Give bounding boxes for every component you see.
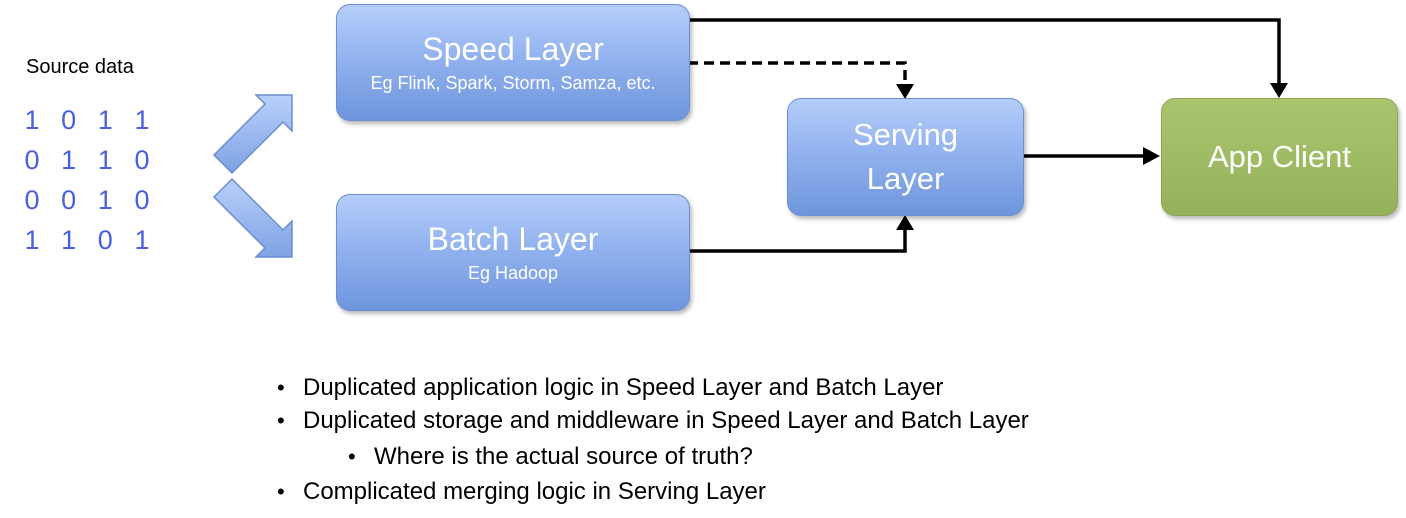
bit: 0 [61,105,77,135]
bullet-item: • Duplicated storage and middleware in Sp… [277,407,1029,435]
bit-row: 1 1 0 1 [12,220,162,260]
bullet-item: • Complicated merging logic in Serving La… [277,478,766,506]
fat-arrow-to-speed-layer [212,94,293,175]
bit: 1 [97,185,113,215]
bit: 0 [61,185,77,215]
bullet-dot-icon: • [277,408,285,433]
bullet-text: Duplicated application logic in Speed La… [303,374,944,401]
bullet-dot-icon: • [277,375,285,400]
source-data-label: Source data [26,56,134,78]
arrowhead-icon [1143,147,1160,165]
bit: 0 [97,225,113,255]
bit: 1 [97,145,113,175]
arrowhead-icon [1270,83,1288,98]
source-data-bits: 1 0 1 1 0 1 1 0 0 0 1 0 1 1 0 1 [12,100,162,260]
bit: 0 [24,185,40,215]
sub-bullet-item: • Where is the actual source of truth? [348,443,753,471]
serving-layer-box: Serving Layer [787,98,1024,216]
bit-row: 1 0 1 1 [12,100,162,140]
bullet-item: • Duplicated application logic in Speed L… [277,374,943,402]
serving-layer-title-line1: Serving [852,117,959,152]
fat-arrow-to-batch-layer [212,177,293,258]
batch-layer-box: Batch Layer Eg Hadoop [336,194,690,311]
app-client-title: App Client [1207,139,1352,174]
arrow-speed-to-app-client [688,18,1281,86]
dashed-arrow-speed-to-serving [688,61,907,87]
bit: 1 [134,105,150,135]
bit: 1 [61,145,77,175]
bit: 1 [24,105,40,135]
bullet-dot-icon: • [348,444,356,469]
bit: 0 [134,145,150,175]
speed-layer-subtitle: Eg Flink, Spark, Storm, Samza, etc. [370,73,656,93]
bullet-dot-icon: • [277,479,285,504]
bit: 0 [24,145,40,175]
speed-layer-box: Speed Layer Eg Flink, Spark, Storm, Samz… [336,4,690,121]
serving-layer-title-line2: Layer [866,161,945,196]
bullet-text: Complicated merging logic in Serving Lay… [303,478,766,505]
arrowhead-icon [896,215,914,230]
bit: 1 [24,225,40,255]
bit: 1 [61,225,77,255]
bit: 1 [97,105,113,135]
bit: 0 [134,185,150,215]
arrowhead-icon [896,84,914,99]
bit-row: 0 1 1 0 [12,140,162,180]
speed-layer-title: Speed Layer [422,31,604,67]
batch-layer-title: Batch Layer [427,221,599,257]
app-client-box: App Client [1161,98,1398,216]
batch-layer-subtitle: Eg Hadoop [467,263,559,283]
bullet-text: Where is the actual source of truth? [374,443,753,470]
bullet-text: Duplicated storage and middleware in Spe… [303,407,1029,434]
bit-row: 0 0 1 0 [12,180,162,220]
bit: 1 [134,225,150,255]
arrow-batch-to-serving [688,227,907,253]
